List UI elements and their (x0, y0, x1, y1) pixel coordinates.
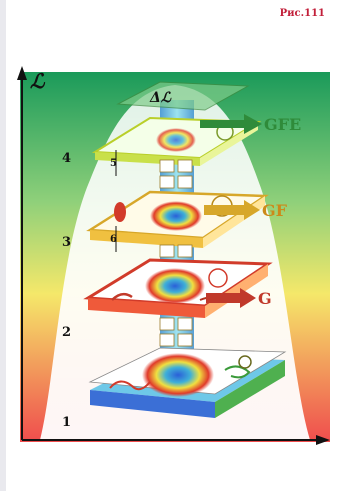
level-1-label: 1 (62, 415, 71, 430)
tag-gf: GF (262, 201, 288, 220)
level-3-label: 3 (62, 235, 71, 250)
tag-gfe: GFE (264, 115, 301, 134)
tag-g: G (258, 289, 272, 308)
sublevel-6-label: 6 (110, 234, 117, 245)
y-axis-symbol: ℒ (30, 69, 46, 93)
level-4-label: 4 (62, 151, 71, 166)
top-symbol: Δℒ (149, 90, 172, 106)
level-2-label: 2 (62, 325, 71, 340)
sublevel-5-label: 5 (110, 158, 117, 169)
